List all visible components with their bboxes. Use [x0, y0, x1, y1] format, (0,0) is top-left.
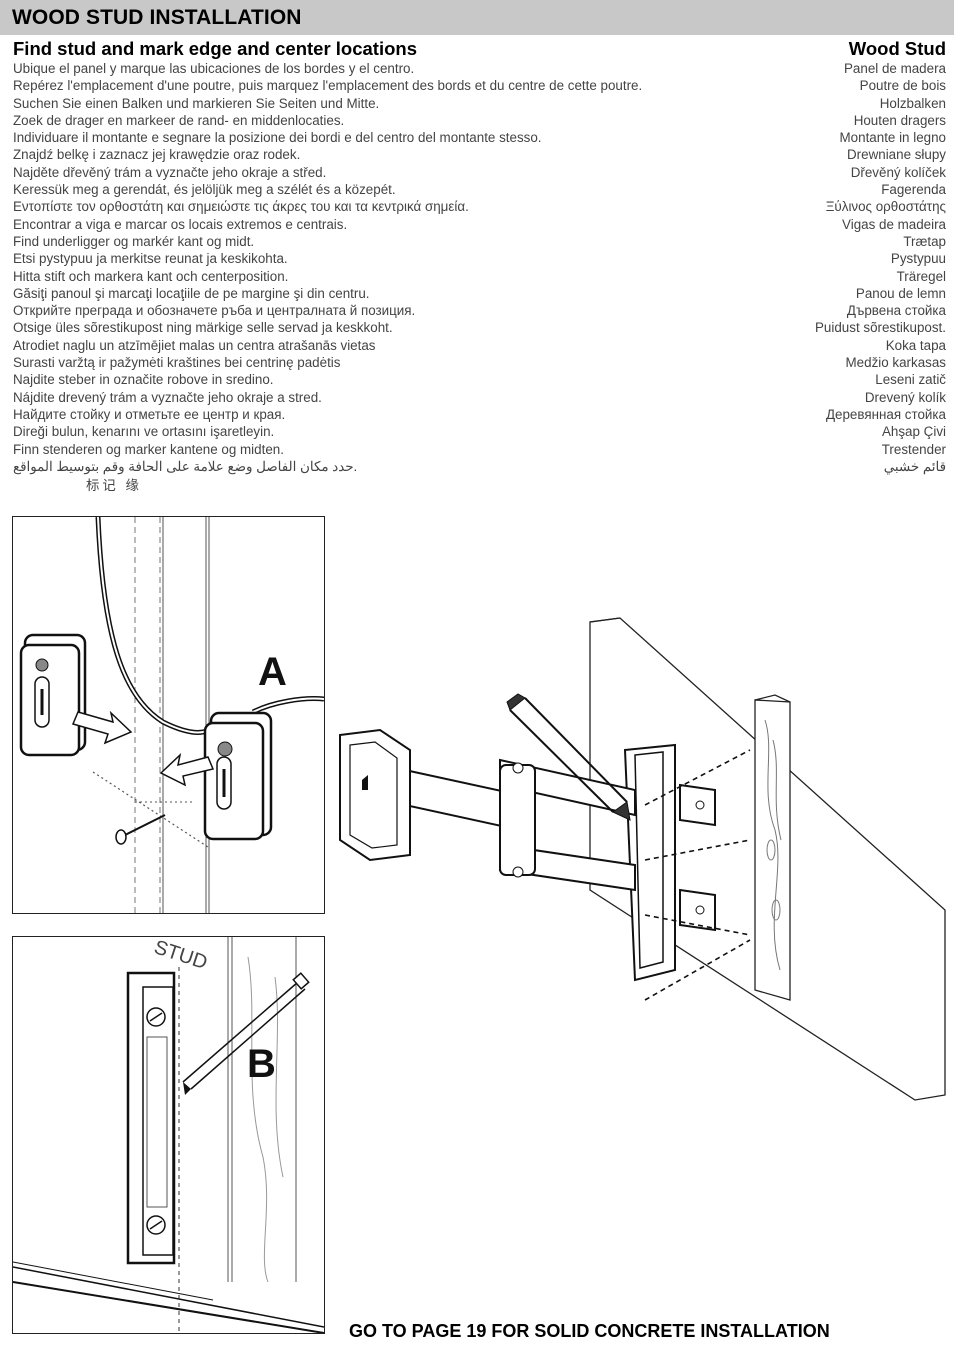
instruction-line: حدد مكان الفاصل وضع علامة على الحافة وقم… [13, 458, 358, 474]
instruction-heading: Find stud and mark edge and center locat… [13, 38, 417, 59]
header-bar [0, 0, 954, 35]
instruction-line: Najděte dřevěný trám a vyznačte jeho okr… [13, 164, 327, 180]
figure-a-panel: A [12, 516, 325, 914]
term-line: Ξύλινος ορθοστάτης [825, 199, 946, 215]
stud-label: STUD [151, 937, 210, 974]
term-line: Trætap [903, 233, 946, 249]
instruction-line: Atrodiet naglu un atzīmējiet malas un ce… [13, 337, 376, 353]
instruction-line: Suchen Sie einen Balken und markieren Si… [13, 95, 380, 111]
term-line: قائم خشبي [883, 458, 946, 474]
instruction-line: Finn stenderen og marker kantene og midt… [13, 441, 284, 457]
term-line: Houten dragers [853, 112, 946, 128]
instruction-line: Nájdite drevený trám a vyznačte jeho okr… [13, 389, 322, 405]
mount-illustration [339, 617, 946, 1101]
term-line: Dřevěný kolíček [850, 164, 946, 180]
term-line: Trestender [881, 441, 946, 457]
footer-note: GO TO PAGE 19 FOR SOLID CONCRETE INSTALL… [349, 1321, 830, 1341]
term-line: Panou de lemn [855, 285, 946, 301]
page-title: WOOD STUD INSTALLATION [12, 6, 302, 29]
figure-b-panel: STUD B [12, 936, 325, 1334]
term-line: Puidust sõrestikupost. [815, 320, 946, 336]
term-line: Träregel [896, 268, 946, 284]
figure-a-label: A [258, 650, 287, 694]
term-line: Дървена стойка [846, 303, 946, 319]
term-line: Panel de madera [844, 61, 946, 76]
stud-finder-left [19, 633, 87, 757]
instruction-line: Găsiţi panoul şi marcaţi locaţiile de pe… [13, 285, 370, 301]
stud-finder-right [203, 711, 273, 841]
instruction-line: Otsige üles sõrestikupost ning märkige s… [13, 320, 393, 336]
term-line: Ahşap Çivi [881, 424, 946, 440]
instruction-line: Znajdź belkę i zaznacz jej krawędzie ora… [13, 147, 301, 163]
instruction-line: Ubique el panel y marque las ubicaciones… [13, 61, 415, 76]
figure-b-illustration: STUD B [13, 937, 324, 1333]
pencil-icon-main [506, 693, 631, 821]
instruction-line: Открийте преграда и обозначете ръба и це… [13, 303, 416, 319]
instruction-line: Keressük meg a gerendát, és jelöljük meg… [13, 182, 396, 198]
instruction-line: Найдите стойку и отметьте ее центр и кра… [13, 406, 286, 422]
chinese-instruction: 标记 缘 [86, 478, 142, 493]
term-line: Fagerenda [881, 182, 946, 198]
instruction-line: Direği bulun, kenarını ve ortasını işare… [13, 424, 275, 440]
instruction-line: Najdite steber in označite robove in sre… [13, 372, 274, 388]
term-line: Poutre de bois [859, 78, 946, 94]
instruction-line: Hitta stift och markera kant och centerp… [13, 268, 289, 284]
term-line: Pystypuu [890, 251, 946, 267]
figure-b-label: B [247, 1042, 276, 1086]
term-line: Medžio karkasas [845, 355, 946, 371]
term-line: Holzbalken [879, 95, 946, 111]
instruction-line: Individuare il montante e segnare la pos… [13, 130, 542, 146]
term-line: Drewniane słupy [847, 147, 946, 163]
term-line: Montante in legno [839, 130, 946, 146]
figure-a-illustration: A [19, 517, 324, 913]
instruction-line: Encontrar a viga e marcar os locais extr… [13, 216, 348, 232]
instruction-line: Zoek de drager en markeer de rand- en mi… [13, 112, 345, 128]
instruction-list: Ubique el panel y marque las ubicaciones… [13, 60, 793, 475]
term-line: Drevený kolík [864, 389, 946, 405]
instruction-line: Etsi pystypuu ja merkitse reunat ja kesk… [13, 251, 288, 267]
term-line: Деревянная стойка [825, 406, 946, 422]
instruction-line: Find underligger og markér kant og midt. [13, 233, 255, 249]
term-line: Leseni zatič [875, 372, 946, 388]
instruction-line: Repérez l'emplacement d'une poutre, puis… [13, 78, 643, 94]
term-line: Vigas de madeira [842, 216, 946, 232]
stud-finder-b [126, 971, 176, 1265]
term-heading: Wood Stud [848, 38, 946, 59]
instruction-line: Εντοπίστε τον ορθοστάτη και σημειώστε τι… [13, 199, 469, 215]
pencil-icon [182, 972, 310, 1095]
term-line: Koka tapa [885, 337, 946, 353]
instruction-line: Surasti varžtą ir pažymėti kraštines bei… [13, 355, 341, 371]
